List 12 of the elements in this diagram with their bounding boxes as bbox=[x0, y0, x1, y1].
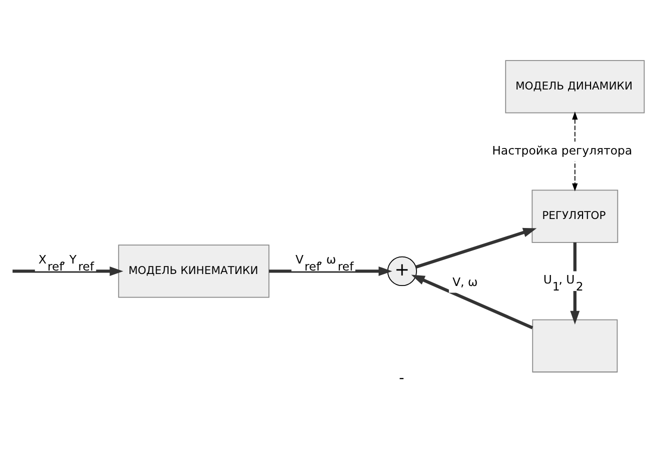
arrow bbox=[12, 266, 124, 276]
node-box: РЕГУЛЯТОР bbox=[532, 190, 618, 243]
arrow bbox=[411, 274, 534, 330]
arrow bbox=[268, 266, 392, 276]
node-box: МОДЕЛЬ ДИНАМИКИ bbox=[505, 60, 645, 114]
node-box: МОДЕЛЬ КИНЕМАТИКИ bbox=[118, 244, 270, 298]
node-box bbox=[532, 319, 618, 372]
label: - bbox=[398, 370, 404, 387]
arrow bbox=[416, 228, 537, 268]
node-circle: + bbox=[387, 256, 417, 286]
edge-label: Настройка регулятора bbox=[492, 144, 632, 158]
edge-label: V, ω bbox=[452, 274, 478, 289]
